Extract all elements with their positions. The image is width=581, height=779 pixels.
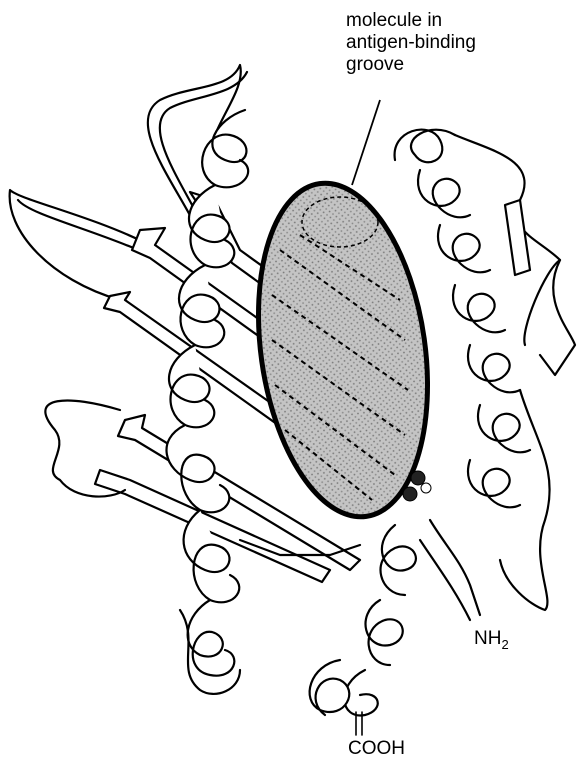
groove-label-line-3: groove — [346, 54, 476, 76]
groove-label: molecule in antigen-binding groove — [346, 10, 476, 76]
groove-label-line-2: antigen-binding — [346, 32, 476, 54]
right-beta-strands — [505, 200, 530, 275]
left-loop-inner — [18, 200, 150, 255]
nh2-chain-2 — [420, 540, 470, 620]
label-leader-line — [352, 100, 380, 185]
nh2-label-subscript: 2 — [501, 637, 508, 652]
groove-label-line-1: molecule in — [346, 10, 476, 32]
nh2-label-main: NH — [474, 628, 501, 649]
cooh-label: COOH — [348, 738, 405, 760]
nh2-label: NH2 — [474, 628, 509, 651]
